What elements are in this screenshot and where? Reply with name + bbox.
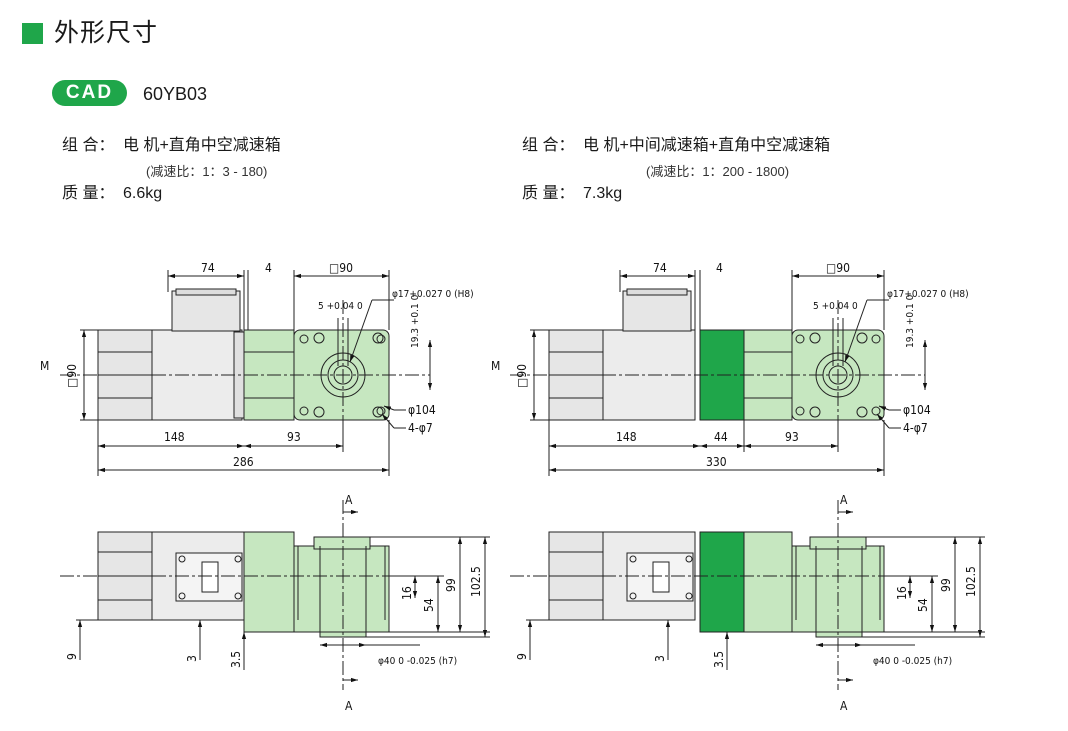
dim-bore: φ17+0.027 0 (H8) bbox=[392, 289, 474, 300]
combo-value-1: 电 机+直角中空减速箱 bbox=[123, 137, 281, 154]
dim-44: 44 bbox=[714, 430, 728, 444]
top-view-1 bbox=[60, 270, 433, 476]
label-m: M bbox=[491, 359, 500, 373]
dim-9: 9 bbox=[515, 653, 529, 660]
mass-label-2: 质 量： bbox=[522, 185, 575, 202]
dim-pcd: φ104 bbox=[408, 403, 436, 417]
dim-4: 4 bbox=[716, 261, 723, 275]
section-title: 外形尺寸 bbox=[54, 19, 159, 47]
dim-key: 5 +0.04 0 bbox=[813, 301, 858, 312]
combo-label-1: 组 合： bbox=[62, 137, 115, 154]
dim-102-5: 102.5 bbox=[469, 566, 483, 597]
combo-value-2: 电 机+中间减速箱+直角中空减速箱 bbox=[583, 137, 831, 154]
dim-key: 5 +0.04 0 bbox=[318, 301, 363, 312]
cad-badge[interactable]: CAD bbox=[52, 80, 127, 106]
dim-99: 99 bbox=[444, 578, 458, 592]
model-number: 60YB03 bbox=[143, 84, 208, 104]
section-a-top: A bbox=[345, 493, 353, 507]
dim-holes: 4-φ7 bbox=[903, 421, 928, 435]
dim-4: 4 bbox=[265, 261, 272, 275]
ratio-note-2: (减速比：1：200 - 1800) bbox=[646, 164, 790, 179]
label-m: M bbox=[40, 359, 49, 373]
dim-16: 16 bbox=[895, 586, 909, 600]
dim-sq90-top: □90 bbox=[826, 261, 850, 275]
dim-102-5: 102.5 bbox=[964, 566, 978, 597]
dim-93: 93 bbox=[785, 430, 799, 444]
dim-19-3: 19.3 +0.1 0 bbox=[410, 294, 421, 348]
dim-total: 286 bbox=[233, 455, 254, 469]
side-view-1 bbox=[60, 500, 490, 690]
dim-3: 3 bbox=[653, 655, 667, 662]
dim-93: 93 bbox=[287, 430, 301, 444]
combo-label-2: 组 合： bbox=[522, 137, 575, 154]
top-view-2 bbox=[510, 270, 928, 476]
dim-shaft: φ40 0 -0.025 (h7) bbox=[873, 656, 952, 667]
dim-total: 330 bbox=[706, 455, 727, 469]
dim-sq90-left: □90 bbox=[515, 364, 529, 388]
dim-148: 148 bbox=[616, 430, 637, 444]
dim-19-3: 19.3 +0.1 0 bbox=[905, 294, 916, 348]
dim-sq90-left: □90 bbox=[65, 364, 79, 388]
dim-bore: φ17+0.027 0 (H8) bbox=[887, 289, 969, 300]
dim-74: 74 bbox=[653, 261, 667, 275]
mass-value-1: 6.6kg bbox=[123, 185, 163, 202]
section-a-top: A bbox=[840, 493, 848, 507]
dim-74: 74 bbox=[201, 261, 215, 275]
dim-3: 3 bbox=[185, 655, 199, 662]
dim-54: 54 bbox=[916, 598, 930, 612]
mass-value-2: 7.3kg bbox=[583, 185, 623, 202]
dim-pcd: φ104 bbox=[903, 403, 931, 417]
dim-54: 54 bbox=[422, 598, 436, 612]
side-view-2 bbox=[510, 500, 985, 690]
section-a-bottom: A bbox=[345, 699, 353, 713]
dim-3-5: 3.5 bbox=[712, 651, 726, 668]
dim-148: 148 bbox=[164, 430, 185, 444]
dim-3-5: 3.5 bbox=[229, 651, 243, 668]
dim-16: 16 bbox=[400, 586, 414, 600]
mass-label-1: 质 量： bbox=[62, 185, 115, 202]
dim-shaft: φ40 0 -0.025 (h7) bbox=[378, 656, 457, 667]
dim-holes: 4-φ7 bbox=[408, 421, 433, 435]
dim-sq90-top: □90 bbox=[329, 261, 353, 275]
section-marker bbox=[22, 23, 43, 44]
dim-99: 99 bbox=[939, 578, 953, 592]
dim-9: 9 bbox=[65, 653, 79, 660]
section-a-bottom: A bbox=[840, 699, 848, 713]
ratio-note-1: (减速比：1：3 - 180) bbox=[146, 164, 268, 179]
